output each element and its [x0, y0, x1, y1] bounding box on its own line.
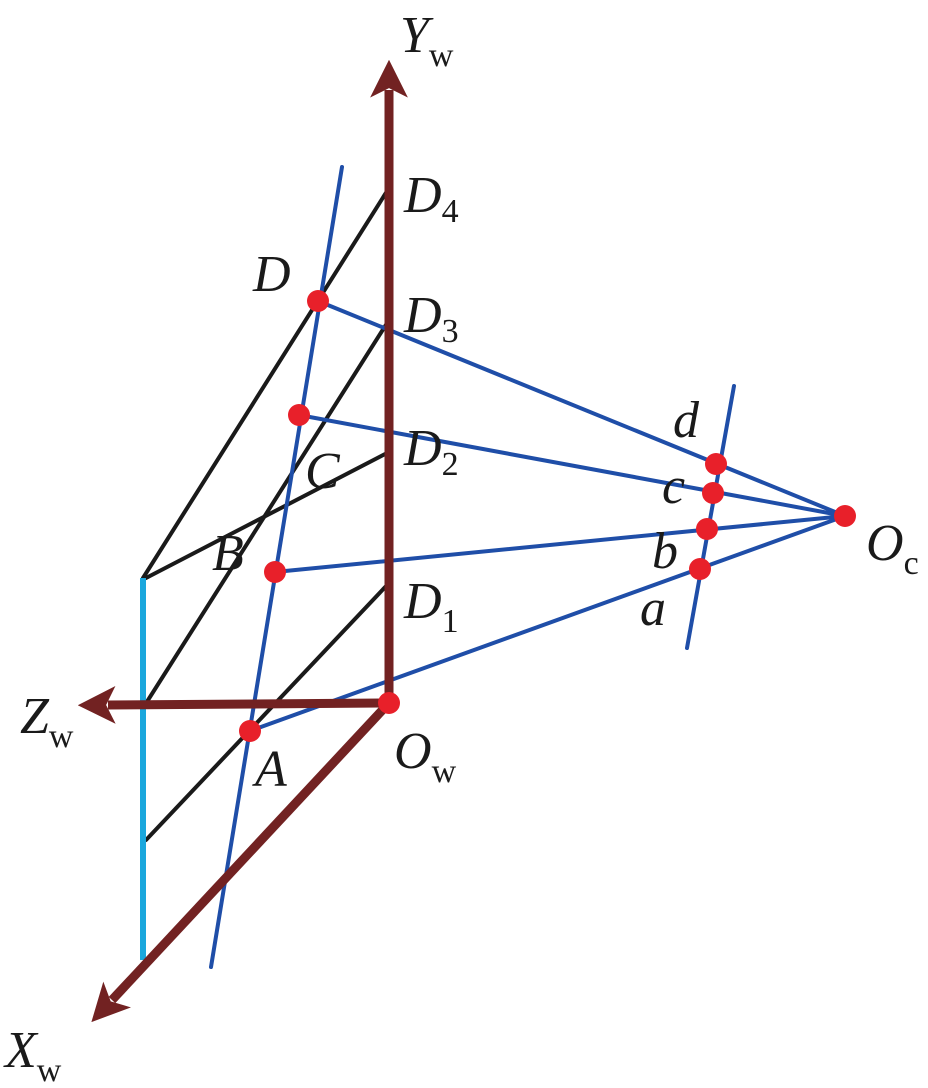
- label-xw: Xw: [3, 1022, 62, 1088]
- world-axes: [77, 59, 408, 1023]
- label-d2: D2: [403, 420, 459, 483]
- point-d: [705, 453, 727, 475]
- diagonal-to-d2: [144, 450, 391, 580]
- label-point-b: b: [652, 523, 678, 580]
- label-point-a: a: [640, 580, 666, 637]
- point-c: [702, 482, 724, 504]
- label-point-C: C: [305, 443, 341, 500]
- diagonal-to-d1: [144, 581, 391, 842]
- point-a: [689, 558, 711, 580]
- label-d4: D4: [403, 167, 459, 230]
- label-zw: Zw: [20, 688, 74, 755]
- z-axis: [77, 686, 390, 724]
- point-b: [696, 518, 718, 540]
- point-B: [264, 561, 286, 583]
- point-Ow: [378, 692, 400, 714]
- point-C: [288, 404, 310, 426]
- point-A: [239, 720, 261, 742]
- label-point-c: c: [662, 458, 685, 515]
- x-axis: [91, 699, 393, 1023]
- ray-D: [316, 299, 847, 518]
- labels: Yw D4 D3 D2 D1 Zw Ow Xw Oc D C B A d c b…: [3, 7, 919, 1088]
- points: [239, 290, 856, 742]
- diagonal-to-d4: [141, 186, 391, 580]
- label-ow: Ow: [394, 723, 457, 790]
- label-point-B: B: [212, 525, 244, 582]
- label-oc: Oc: [866, 515, 919, 582]
- label-point-D: D: [252, 246, 291, 303]
- label-point-A: A: [252, 741, 287, 798]
- label-d1: D1: [403, 573, 459, 640]
- point-D: [307, 290, 329, 312]
- label-point-d: d: [673, 392, 700, 449]
- construction-lines: [141, 186, 391, 842]
- label-yw: Yw: [400, 7, 454, 74]
- image-plane-line: [685, 384, 736, 650]
- projection-lines: [209, 165, 847, 969]
- ray-A: [248, 514, 847, 733]
- label-d3: D3: [403, 287, 459, 350]
- ray-B: [273, 514, 847, 574]
- ray-C: [297, 413, 847, 518]
- point-Oc: [834, 505, 856, 527]
